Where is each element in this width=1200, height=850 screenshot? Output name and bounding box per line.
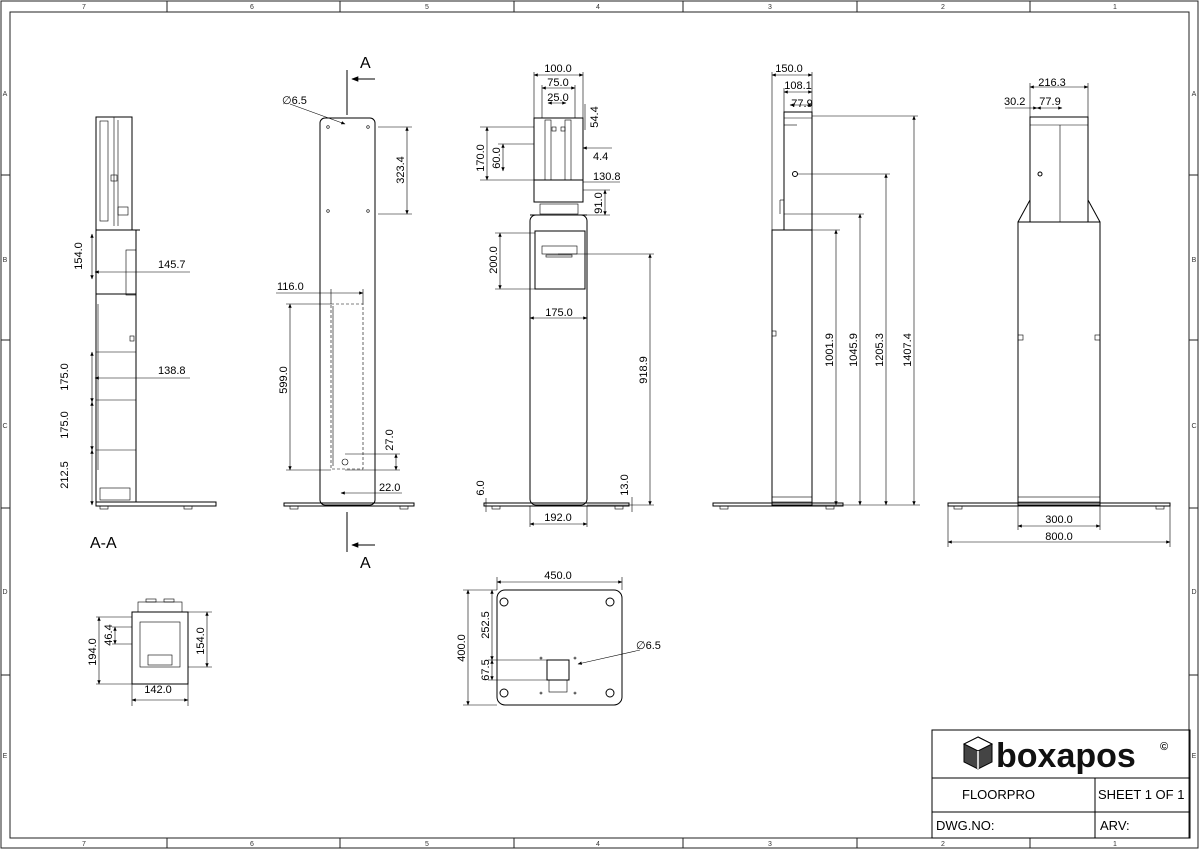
dim-label: 918.9 xyxy=(638,356,650,384)
dim-label: 1001.9 xyxy=(824,333,836,367)
dim-label: 170.0 xyxy=(475,144,487,172)
zone-label-bottom: 1 xyxy=(1113,841,1117,848)
section-label: A-A xyxy=(90,535,117,552)
dim-label: 22.0 xyxy=(379,482,400,494)
dim-label: 54.4 xyxy=(589,106,601,127)
zone-label-top: 7 xyxy=(82,4,86,11)
dim-label: 216.3 xyxy=(1038,77,1066,89)
front-view: 100.0 75.0 25.0 54.4 170.0 60.0 4.4 130.… xyxy=(475,63,654,527)
zone-label-left: E xyxy=(3,753,8,760)
zone-label-left: B xyxy=(3,257,8,264)
dim-label: 142.0 xyxy=(144,684,172,696)
zone-label-top: 3 xyxy=(768,4,772,11)
side-view: A A ∅6.5 323.4 116.0 599.0 27.0 22.0 xyxy=(276,55,415,572)
dim-label: 67.5 xyxy=(480,659,492,680)
base-plate-view: 450.0 400.0 252.5 67.5 ∅6.5 xyxy=(456,570,661,706)
dim-label: 1205.3 xyxy=(874,333,886,367)
dim-label: 6.0 xyxy=(475,480,487,495)
logo-mark: © xyxy=(1160,741,1168,753)
zone-label-top: 1 xyxy=(1113,4,1117,11)
dim-label: 154.0 xyxy=(195,627,207,655)
sheet-number: SHEET 1 OF 1 xyxy=(1098,787,1184,802)
top-view-small: 194.0 46.4 154.0 142.0 xyxy=(87,598,212,706)
dim-label: 200.0 xyxy=(488,246,500,274)
dim-label: 194.0 xyxy=(87,638,99,666)
dim-label: 450.0 xyxy=(544,570,572,582)
zone-label-bottom: 3 xyxy=(768,841,772,848)
dim-label: 116.0 xyxy=(277,281,304,293)
section-marker-label: A xyxy=(360,55,371,72)
dim-label: 30.2 xyxy=(1004,96,1025,108)
dim-label: 4.4 xyxy=(593,151,608,163)
zone-label-right: C xyxy=(1191,423,1196,430)
zone-label-bottom: 4 xyxy=(596,841,600,848)
title-block: boxapos © FLOORPRO SHEET 1 OF 1 DWG.NO: … xyxy=(931,729,1191,839)
zone-label-bottom: 7 xyxy=(82,841,86,848)
dim-label: 800.0 xyxy=(1045,531,1073,543)
dim-label: 175.0 xyxy=(59,363,71,391)
dim-label: 192.0 xyxy=(544,512,572,524)
dwg-no-label: DWG.NO: xyxy=(936,818,995,833)
dim-label: 77.9 xyxy=(791,98,812,110)
dim-label: 27.0 xyxy=(384,429,396,450)
zone-label-right: E xyxy=(1192,753,1197,760)
section-marker-label: A xyxy=(360,555,371,572)
dim-label: 100.0 xyxy=(544,63,572,75)
zone-label-bottom: 5 xyxy=(425,841,429,848)
dim-label: 145.7 xyxy=(158,259,186,271)
dim-label: 75.0 xyxy=(547,77,568,89)
zone-label-top: 4 xyxy=(596,4,600,11)
zone-label-top: 2 xyxy=(941,4,945,11)
dim-label: 130.8 xyxy=(593,171,621,183)
drawing-name: FLOORPRO xyxy=(962,787,1035,802)
dim-label: ∅6.5 xyxy=(636,640,661,652)
zone-label-right: D xyxy=(1191,589,1196,596)
dim-label: 25.0 xyxy=(547,92,568,104)
dim-label: 13.0 xyxy=(619,474,631,495)
dim-label: 108.1 xyxy=(784,80,812,92)
zone-label-bottom: 2 xyxy=(941,841,945,848)
dim-label: 77.9 xyxy=(1039,96,1060,108)
dim-label: 175.0 xyxy=(545,307,573,319)
section-view-a-a: 154.0 145.7 175.0 138.8 175.0 212.5 A-A xyxy=(59,116,217,552)
dim-label: 150.0 xyxy=(775,63,803,75)
dim-label: 400.0 xyxy=(456,634,468,662)
zone-label-top: 5 xyxy=(425,4,429,11)
dim-label: 599.0 xyxy=(278,366,290,394)
right-view: 150.0 108.1 77.9 1001.9 1045.9 1205.3 14… xyxy=(712,63,920,510)
dim-label: 46.4 xyxy=(103,624,115,645)
zone-label-right: B xyxy=(1192,257,1197,264)
dim-label: 323.4 xyxy=(395,156,407,184)
dim-label: 60.0 xyxy=(491,147,503,168)
zone-label-bottom: 6 xyxy=(250,841,254,848)
dim-label: 91.0 xyxy=(593,192,605,213)
boxapos-logo-icon xyxy=(962,736,994,770)
zone-label-left: C xyxy=(2,423,7,430)
dim-label: 175.0 xyxy=(59,411,71,439)
dim-label: 300.0 xyxy=(1045,514,1073,526)
dim-label: 154.0 xyxy=(73,242,85,270)
back-view: 216.3 30.2 77.9 300.0 800.0 xyxy=(947,77,1171,547)
zone-label-left: A xyxy=(3,91,8,98)
zone-label-left: D xyxy=(2,589,7,596)
dim-label: ∅6.5 xyxy=(282,95,307,107)
dim-label: 138.8 xyxy=(158,365,186,377)
dim-label: 252.5 xyxy=(480,611,492,639)
dim-label: 1407.4 xyxy=(902,333,914,367)
arv-label: ARV: xyxy=(1100,818,1130,833)
logo-text: boxapos xyxy=(996,737,1136,775)
zone-label-right: A xyxy=(1192,91,1197,98)
zone-label-top: 6 xyxy=(250,4,254,11)
dim-label: 212.5 xyxy=(59,461,71,489)
dim-label: 1045.9 xyxy=(848,333,860,367)
